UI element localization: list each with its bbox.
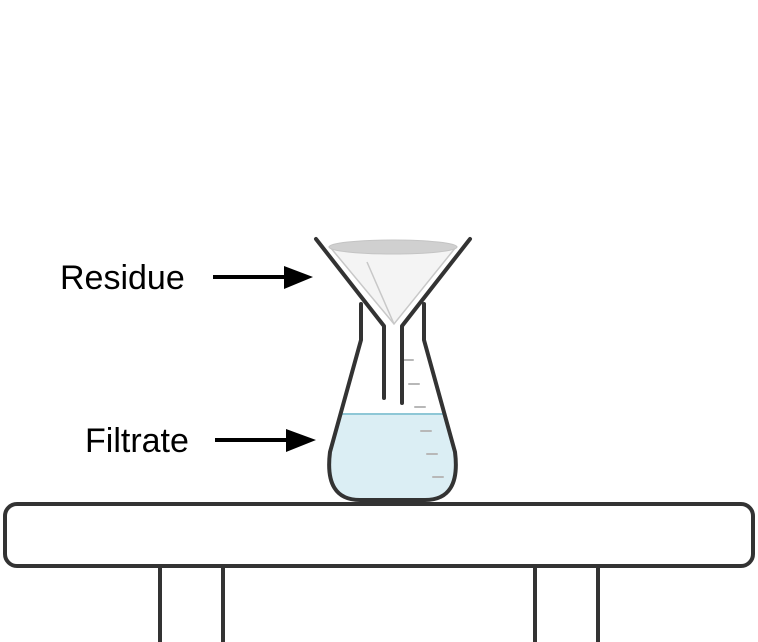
lab-bench (3, 502, 755, 642)
bench-top (3, 502, 755, 568)
residue-arrow-head (284, 266, 313, 289)
residue-annotation: Residue (60, 259, 313, 297)
funnel-cone (314, 237, 472, 405)
residue-label: Residue (60, 259, 185, 297)
filtrate-label: Filtrate (85, 422, 189, 460)
filter-funnel-icon (314, 237, 472, 405)
bench-leg-right (533, 564, 600, 642)
filtrate-liquid (329, 414, 456, 500)
filter-paper-fold (366, 261, 395, 325)
flask-graduations (402, 359, 444, 478)
filtrate-annotation: Filtrate (85, 422, 316, 460)
filter-paper (328, 246, 458, 326)
filtrate-arrow-head (286, 429, 316, 452)
filter-paper-rim (328, 239, 458, 255)
conical-flask-icon (327, 302, 458, 502)
flask-outline (327, 302, 458, 502)
bench-leg-left (158, 564, 225, 642)
